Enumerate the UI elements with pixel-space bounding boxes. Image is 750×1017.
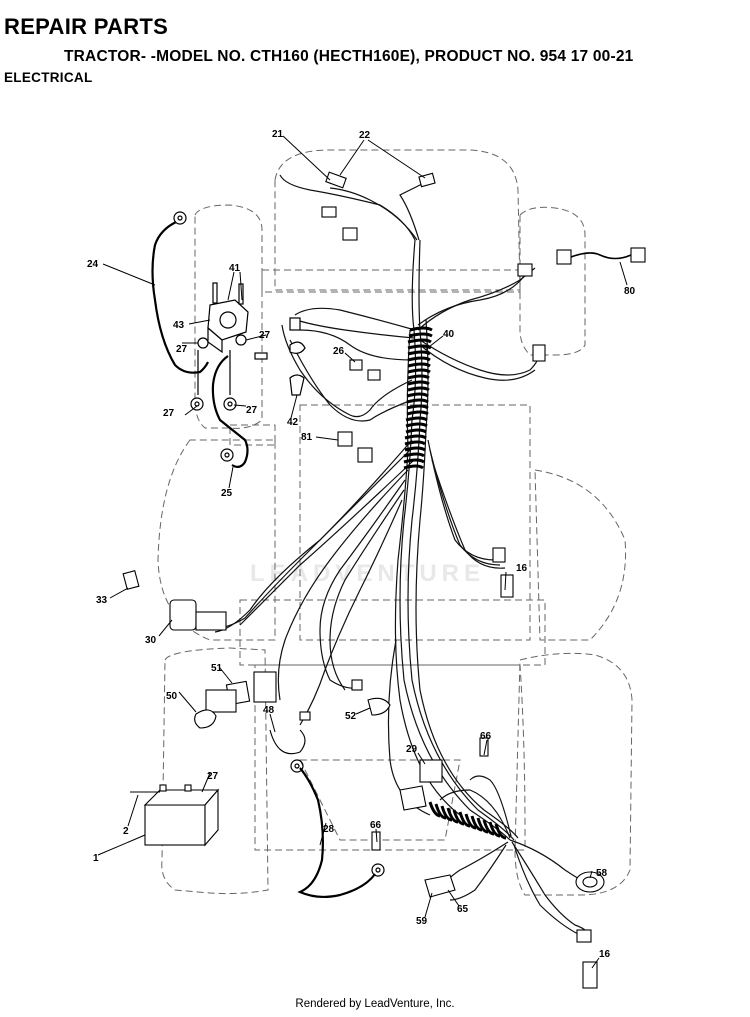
callout-51: 51 (211, 663, 223, 674)
callout-29: 29 (406, 744, 418, 755)
tractor-outline (157, 149, 633, 896)
callout-27-battery: 27 (207, 771, 219, 782)
footer-credit: Rendered by LeadVenture, Inc. (295, 998, 455, 1010)
callout-24: 24 (87, 259, 99, 270)
callout-65: 65 (457, 904, 469, 915)
callout-80: 80 (624, 286, 636, 297)
callout-16-upper: 16 (516, 563, 528, 574)
callout-25: 25 (221, 488, 233, 499)
model-line: TRACTOR- -MODEL NO. CTH160 (HECTH160E), … (64, 48, 634, 65)
leader-lines (97, 135, 628, 969)
callout-labels: 1 2 16 16 21 22 24 25 26 27 27 27 27 27 … (87, 129, 636, 960)
conduit-lower (428, 801, 507, 840)
callout-27-top: 27 (259, 330, 271, 341)
callout-66-right: 66 (480, 731, 492, 742)
harness-conduit (403, 326, 433, 470)
callout-16-lower: 16 (599, 949, 611, 960)
callout-42: 42 (287, 417, 299, 428)
callout-58: 58 (596, 868, 608, 879)
callout-40: 40 (443, 329, 455, 340)
callout-27-bottom-right: 27 (246, 405, 258, 416)
connectors (122, 171, 646, 989)
callout-59: 59 (416, 916, 428, 927)
callout-52: 52 (345, 711, 357, 722)
callout-2: 2 (123, 826, 129, 837)
cables (151, 221, 376, 899)
callout-21: 21 (272, 129, 284, 140)
callout-27-bottom-left: 27 (163, 408, 175, 419)
callout-81: 81 (301, 432, 313, 443)
callout-1: 1 (93, 853, 99, 864)
callout-26: 26 (333, 346, 345, 357)
callout-41: 41 (229, 263, 241, 274)
callout-33: 33 (96, 595, 108, 606)
callout-22: 22 (359, 130, 371, 141)
solenoid (190, 282, 306, 411)
callout-48: 48 (263, 705, 275, 716)
callout-66-left: 66 (370, 820, 382, 831)
section-title: ELECTRICAL (4, 70, 93, 85)
callout-50: 50 (166, 691, 178, 702)
cable-ends (173, 211, 385, 877)
page-title: REPAIR PARTS (4, 14, 169, 39)
callout-27-left: 27 (176, 344, 188, 355)
callout-43: 43 (173, 320, 185, 331)
watermark: LEADVENTURE (250, 560, 486, 587)
callout-30: 30 (145, 635, 157, 646)
callout-28: 28 (323, 824, 335, 835)
